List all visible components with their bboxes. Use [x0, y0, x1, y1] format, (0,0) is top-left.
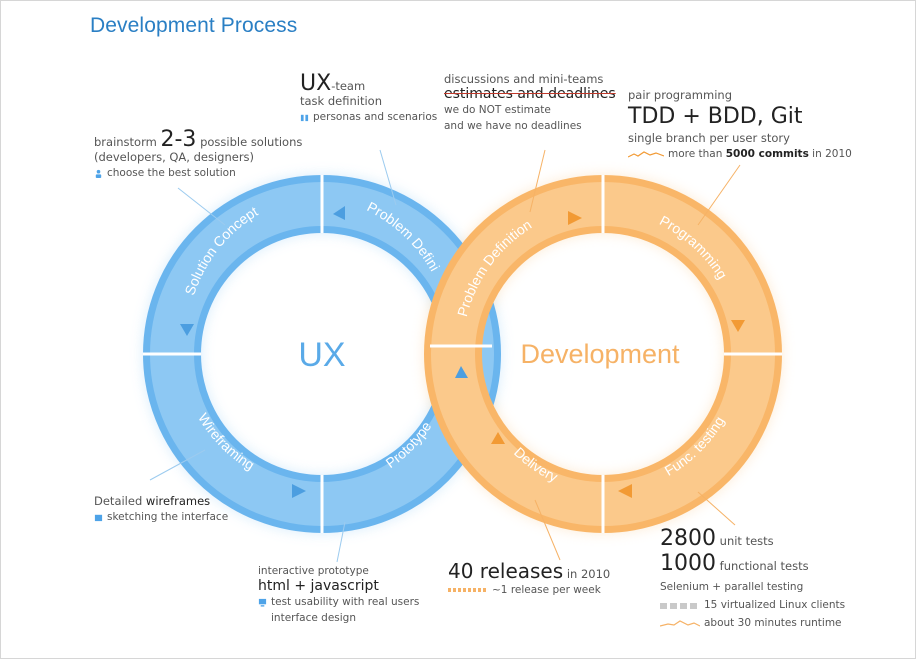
discussions-line3: we do NOT estimate: [444, 104, 551, 116]
brainstorm-choose: choose the best solution: [94, 167, 236, 179]
page-title: Development Process: [90, 14, 298, 37]
runtime-line: about 30 minutes runtime: [659, 617, 842, 629]
releases-per-week: ~1 release per week: [448, 584, 601, 596]
ux-team-personas: personas and scenarios: [300, 111, 437, 123]
ux-team-annotation: UX-team task definition personas and sce…: [300, 73, 437, 125]
dev-leader-lines: [529, 149, 741, 561]
person-icon: [95, 169, 102, 178]
prototype-line4: interface design: [271, 612, 356, 624]
tests-annotation: 2800 unit tests 1000 functional tests Se…: [659, 528, 845, 632]
brainstorm-count: 2-3: [160, 127, 197, 152]
releases-suffix: in 2010: [566, 567, 611, 581]
tdd-bdd-git: TDD + BDD, Git: [628, 104, 803, 129]
clients-icon: [660, 602, 697, 609]
dev-center-label: Development: [520, 339, 680, 369]
brainstorm-participants: (developers, QA, designers): [94, 150, 255, 164]
selenium-line: Selenium + parallel testing: [660, 581, 804, 593]
segment-dividers: [143, 175, 782, 533]
discussions-line1: discussions and mini-teams: [444, 72, 604, 86]
prototype-line1: interactive prototype: [258, 565, 369, 577]
releases-annotation: 40 releases in 2010 ~1 release per week: [448, 561, 611, 598]
brainstorm-prefix: brainstorm: [94, 135, 157, 149]
ux-team-suffix: -team: [331, 79, 366, 93]
wireframes-prefix: Detailed: [94, 494, 143, 508]
arrow-icon: [618, 484, 632, 498]
dev-arrows: [491, 211, 745, 498]
arrow-icon: [333, 206, 345, 220]
wireframes-annotation: Detailed wireframes sketching the interf…: [94, 494, 228, 525]
pair-line1: pair programming: [628, 88, 732, 102]
func-test-label: functional tests: [719, 559, 809, 573]
releases-big: 40 releases: [448, 559, 564, 583]
commits-line: more than 5000 commits in 2010: [627, 148, 852, 160]
arrow-icon: [455, 366, 468, 378]
ux-center-label: UX: [298, 336, 345, 374]
prototype-annotation: interactive prototype html + javascript …: [258, 563, 419, 626]
unit-test-count: 2800: [660, 526, 716, 551]
pair-line3: single branch per user story: [628, 131, 790, 145]
runtime-icon: [659, 619, 701, 627]
prototype-line2: html + javascript: [258, 578, 379, 594]
arrow-icon: [180, 324, 194, 336]
people-icon: [300, 114, 309, 121]
discussions-annotation: discussions and mini-teams estimates and…: [444, 72, 616, 134]
release-bars-icon: [448, 588, 486, 592]
pair-programming-annotation: pair programming TDD + BDD, Git single b…: [627, 88, 852, 162]
linux-clients-line: 15 virtualized Linux clients: [660, 599, 845, 611]
screen-icon: [258, 598, 267, 607]
arrow-icon: [491, 432, 505, 444]
arrow-icon: [568, 211, 582, 225]
brainstorm-suffix: possible solutions: [200, 135, 303, 149]
arrow-icon: [731, 320, 745, 332]
wireframes-sketching: sketching the interface: [94, 511, 228, 523]
arrow-icon: [292, 484, 306, 498]
estimates-deadlines: estimates and deadlines: [444, 86, 616, 102]
unit-test-label: unit tests: [719, 534, 774, 548]
sketch-icon: [94, 514, 103, 521]
prototype-line3: test usability with real users: [258, 596, 419, 608]
ux-team-big: UX: [300, 71, 332, 96]
ux-arrows: [180, 206, 468, 498]
ux-leader-lines: [149, 149, 397, 563]
func-test-count: 1000: [660, 551, 716, 576]
ux-team-task: task definition: [300, 94, 382, 108]
discussions-line4: and we have no deadlines: [444, 120, 582, 132]
brainstorm-annotation: brainstorm 2-3 possible solutions (devel…: [94, 129, 303, 181]
wireframes-bold: wireframes: [145, 494, 211, 508]
sparkline-icon: [627, 150, 665, 158]
